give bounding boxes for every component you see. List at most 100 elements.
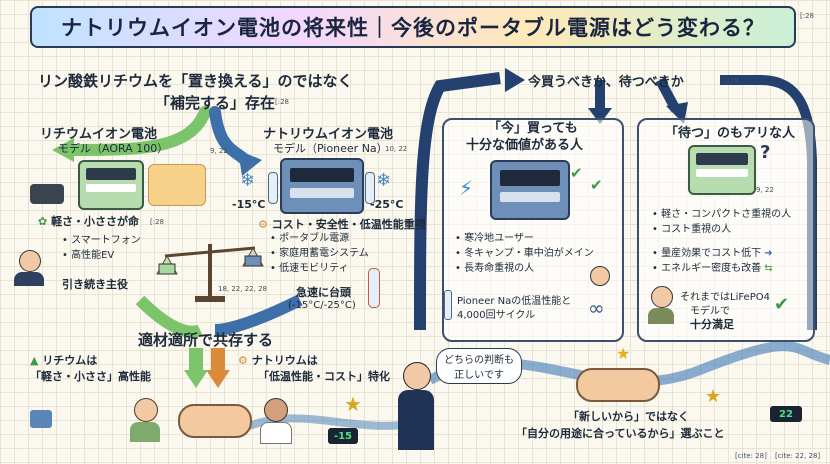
shield-icon: ⚙ bbox=[258, 218, 268, 231]
sodium-model: モデル（Pioneer Na） bbox=[273, 142, 388, 155]
arrow-split-left-head bbox=[588, 108, 612, 124]
temp-low: -15°C bbox=[232, 198, 266, 211]
thumbs-up-icon: ▲ bbox=[30, 354, 39, 367]
man-avatar-left bbox=[14, 250, 44, 286]
left-headline-cite: [:28 bbox=[275, 98, 289, 106]
growth-temps: (-15°C/-25°C) bbox=[288, 300, 356, 311]
arrow-green-down bbox=[135, 295, 203, 338]
lithium-use-1: • 高性能EV bbox=[62, 250, 115, 261]
phone-icon bbox=[30, 184, 64, 204]
advisor-avatar bbox=[398, 362, 434, 454]
sodium-strength-2: 「低温性能・コスト」特化 bbox=[258, 370, 390, 383]
lithium-cite: [:28 bbox=[150, 218, 164, 226]
thermometer-icon-4 bbox=[444, 290, 452, 320]
thinking-avatar-icon bbox=[590, 266, 610, 286]
now-note-1: Pioneer Naの低温性能と bbox=[457, 296, 572, 307]
thermometer-icon-2 bbox=[365, 172, 375, 204]
display-left: -15 bbox=[328, 428, 358, 444]
arrow-green-final-head bbox=[184, 370, 208, 388]
now-title-2: 十分な価値がある人 bbox=[466, 138, 584, 153]
wait-note-3: 十分満足 bbox=[690, 318, 734, 331]
thermometer-icon-3 bbox=[368, 268, 380, 308]
check-icon-3: ✔ bbox=[774, 294, 790, 315]
cite-10-22: 10, 22 bbox=[385, 145, 408, 153]
leaf-icon: ✿ bbox=[38, 215, 48, 228]
arrow-blue-down bbox=[214, 294, 303, 336]
lithium-strength: ▲ リチウムは bbox=[30, 354, 98, 367]
thinking-man-avatar bbox=[648, 286, 674, 326]
sodium-title: ナトリウムイオン電池 bbox=[263, 127, 394, 142]
lithium-title: リチウムイオン電池 bbox=[40, 127, 158, 142]
now-items: • 寒冷地ユーザー • 冬キャンプ・車中泊がメイン • 長寿命重視の人 bbox=[455, 231, 594, 276]
title-banner: ナトリウムイオン電池の将来性｜今後のポータブル電源はどう変わる？ bbox=[30, 6, 796, 48]
speech-bubble: どちらの判断も 正しいです bbox=[436, 348, 522, 384]
lithium-use-0: • スマートフォン bbox=[62, 235, 141, 246]
sodium-point: ⚙ コスト・安全性・低温性能重視 bbox=[258, 218, 426, 231]
check-icon-1: ✔ bbox=[570, 164, 583, 182]
wait-trend-0: • 量産効果でコスト低下 ➜ bbox=[652, 248, 773, 259]
question-mark-icon: ? bbox=[760, 142, 771, 163]
wait-power-station-icon bbox=[688, 145, 756, 195]
handshake-icon-right bbox=[576, 368, 660, 402]
arrows-swap-icon: ⇆ bbox=[764, 263, 773, 274]
left-headline-1: リン酸鉄リチウムを「置き換える」のではなく bbox=[38, 72, 353, 90]
wait-note-2: モデルで bbox=[690, 306, 730, 317]
cite-b: [cite: 22, 28] bbox=[775, 452, 821, 460]
right-heading-cite: [:28 bbox=[725, 77, 739, 85]
left-headline-2: 「補完する」存在 bbox=[155, 94, 276, 112]
medal-icon-left: ★ bbox=[344, 392, 362, 416]
bottom-line-2: 「自分の用途に合っているから」選ぶこと bbox=[516, 427, 725, 440]
thermometer-icon-1 bbox=[268, 172, 278, 204]
temp-high: -25°C bbox=[370, 198, 404, 211]
growth-label: 急速に台頭 bbox=[296, 286, 351, 299]
arrow-orange-final-head bbox=[206, 370, 230, 388]
outdoor-scene-icon bbox=[148, 164, 206, 206]
now-item-1: • 冬キャンプ・車中泊がメイン bbox=[455, 248, 594, 259]
sodium-use-1: • 家庭用蓄電システム bbox=[270, 248, 369, 259]
man-avatar-scientist bbox=[260, 398, 292, 444]
wait-note-1: それまではLiFePO4 bbox=[680, 292, 770, 303]
coexist-label: 適材適所で共存する bbox=[138, 331, 274, 349]
now-power-station-icon bbox=[490, 160, 570, 220]
title-cite: [:28 bbox=[800, 12, 814, 20]
arrow-down-icon: ➜ bbox=[764, 248, 773, 259]
now-item-0: • 寒冷地ユーザー bbox=[455, 233, 534, 244]
infinity-icon: ∞ bbox=[588, 296, 605, 320]
arrow-head-lithium bbox=[52, 138, 74, 162]
gear-icon: ⚙ bbox=[238, 354, 248, 367]
arrow-to-lithium bbox=[64, 106, 211, 156]
sodium-power-station-icon bbox=[280, 158, 364, 214]
wait-title: 「待つ」のもアリな人 bbox=[665, 126, 796, 141]
lithium-main: 引き続き主役 bbox=[62, 278, 128, 291]
lithium-power-station-icon bbox=[78, 160, 144, 210]
lithium-point: ✿ 軽さ・小ささが命 bbox=[38, 215, 140, 228]
now-note-2: 4,000回サイクル bbox=[457, 310, 536, 321]
sodium-use-2: • 低速モビリティ bbox=[270, 263, 349, 274]
medal-icon-right: ★ bbox=[705, 386, 722, 407]
wait-items: • 軽さ・コンパクトさ重視の人 • コスト重視の人 bbox=[652, 207, 791, 237]
page-title: ナトリウムイオン電池の将来性｜今後のポータブル電源はどう変わる？ bbox=[61, 16, 765, 40]
check-icon-2: ✔ bbox=[590, 176, 603, 194]
lightbulb-icon: ★ bbox=[616, 344, 631, 363]
sodium-uses: • ポータブル電源 • 家庭用蓄電システム • 低速モビリティ bbox=[270, 231, 369, 276]
lithium-uses: • スマートフォン • 高性能EV bbox=[62, 233, 141, 263]
now-item-2: • 長寿命重視の人 bbox=[455, 263, 535, 274]
arrow-right-up-head bbox=[505, 68, 525, 92]
handshake-icon bbox=[178, 404, 252, 438]
arrow-right-up bbox=[414, 72, 501, 331]
sodium-strength: ⚙ ナトリウムは bbox=[238, 354, 318, 367]
wait-trends: • 量産効果でコスト低下 ➜ • エネルギー密度も改善 ⇆ bbox=[652, 246, 773, 276]
cite-a: [cite: 28] bbox=[735, 452, 767, 460]
snowflake-icon-2: ❄ bbox=[376, 170, 392, 191]
wait-item-1: • コスト重視の人 bbox=[652, 224, 732, 235]
now-card bbox=[442, 118, 624, 342]
sodium-use-0: • ポータブル電源 bbox=[270, 233, 350, 244]
right-heading: 今買うべきか、待つべきか bbox=[528, 75, 684, 90]
arrow-head-sodium bbox=[238, 150, 262, 176]
balance-scale-icon bbox=[156, 244, 264, 302]
lithium-products bbox=[30, 158, 208, 210]
bottom-line-1: 「新しいから」ではなく bbox=[568, 410, 689, 423]
lithium-strength-2: 「軽さ・小ささ」高性能 bbox=[30, 370, 151, 383]
cite-9-22: 9, 22 bbox=[210, 147, 228, 155]
